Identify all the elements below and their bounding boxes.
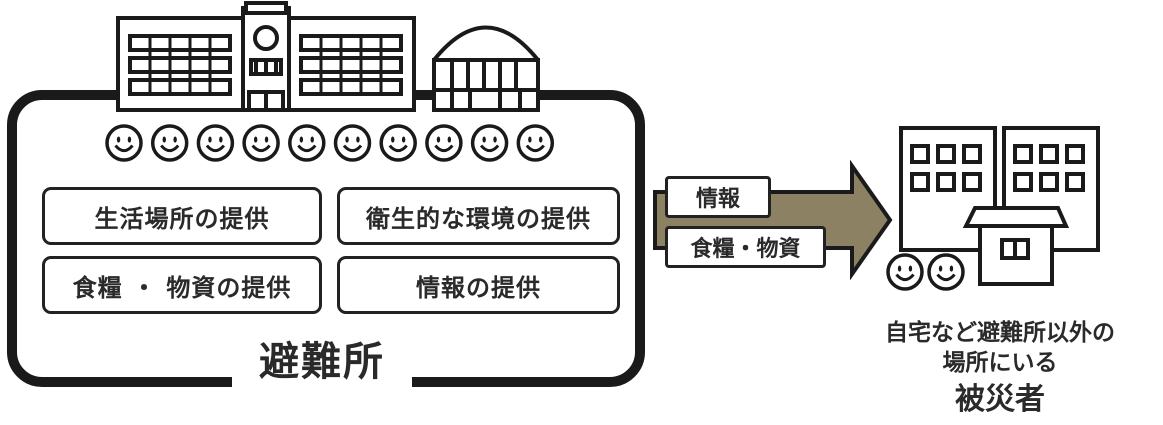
service-living-space-label: 生活場所の提供 <box>94 204 270 233</box>
victims-description: 自宅など避難所以外の 場所にいる <box>860 318 1140 378</box>
food-supplies-tag-label: 食糧・物資 <box>690 237 801 262</box>
smiley-face-icon <box>927 253 965 291</box>
smiley-face-icon <box>242 124 280 162</box>
smiley-face-icon <box>379 124 417 162</box>
victims-line-1: 自宅など避難所以外の <box>885 320 1115 346</box>
smiley-face-icon <box>288 124 326 162</box>
smiley-face-icon <box>425 124 463 162</box>
service-hygiene-label: 衛生的な環境の提供 <box>366 204 591 233</box>
house-icon <box>962 206 1070 286</box>
shelter-label: 避難所 <box>232 328 412 388</box>
food-supplies-tag: 食糧・物資 <box>665 226 826 268</box>
smiley-face-icon <box>333 124 372 162</box>
smiley-face-icon <box>470 124 509 162</box>
victims-title: 被災者 <box>955 382 1045 417</box>
service-information-label: 情報の提供 <box>416 273 541 302</box>
service-living-space: 生活場所の提供 <box>42 187 322 245</box>
smiley-face-icon <box>886 253 924 291</box>
service-information: 情報の提供 <box>337 256 620 314</box>
info-tag: 情報 <box>665 176 771 218</box>
service-food-supplies-label: 食糧 ・ 物資の提供 <box>72 273 292 302</box>
info-tag-label: 情報 <box>695 187 740 212</box>
shelter-people <box>105 124 555 162</box>
service-hygiene: 衛生的な環境の提供 <box>337 187 620 245</box>
school-building-icon <box>116 1 416 112</box>
victim-people <box>886 253 965 291</box>
smiley-face-icon <box>150 124 189 162</box>
smiley-face-icon <box>516 124 555 162</box>
smiley-face-icon <box>196 124 235 162</box>
victims-line-2: 場所にいる <box>942 350 1058 376</box>
smiley-face-icon <box>105 124 143 162</box>
service-food-supplies: 食糧 ・ 物資の提供 <box>42 256 322 314</box>
gymnasium-icon <box>432 25 540 112</box>
